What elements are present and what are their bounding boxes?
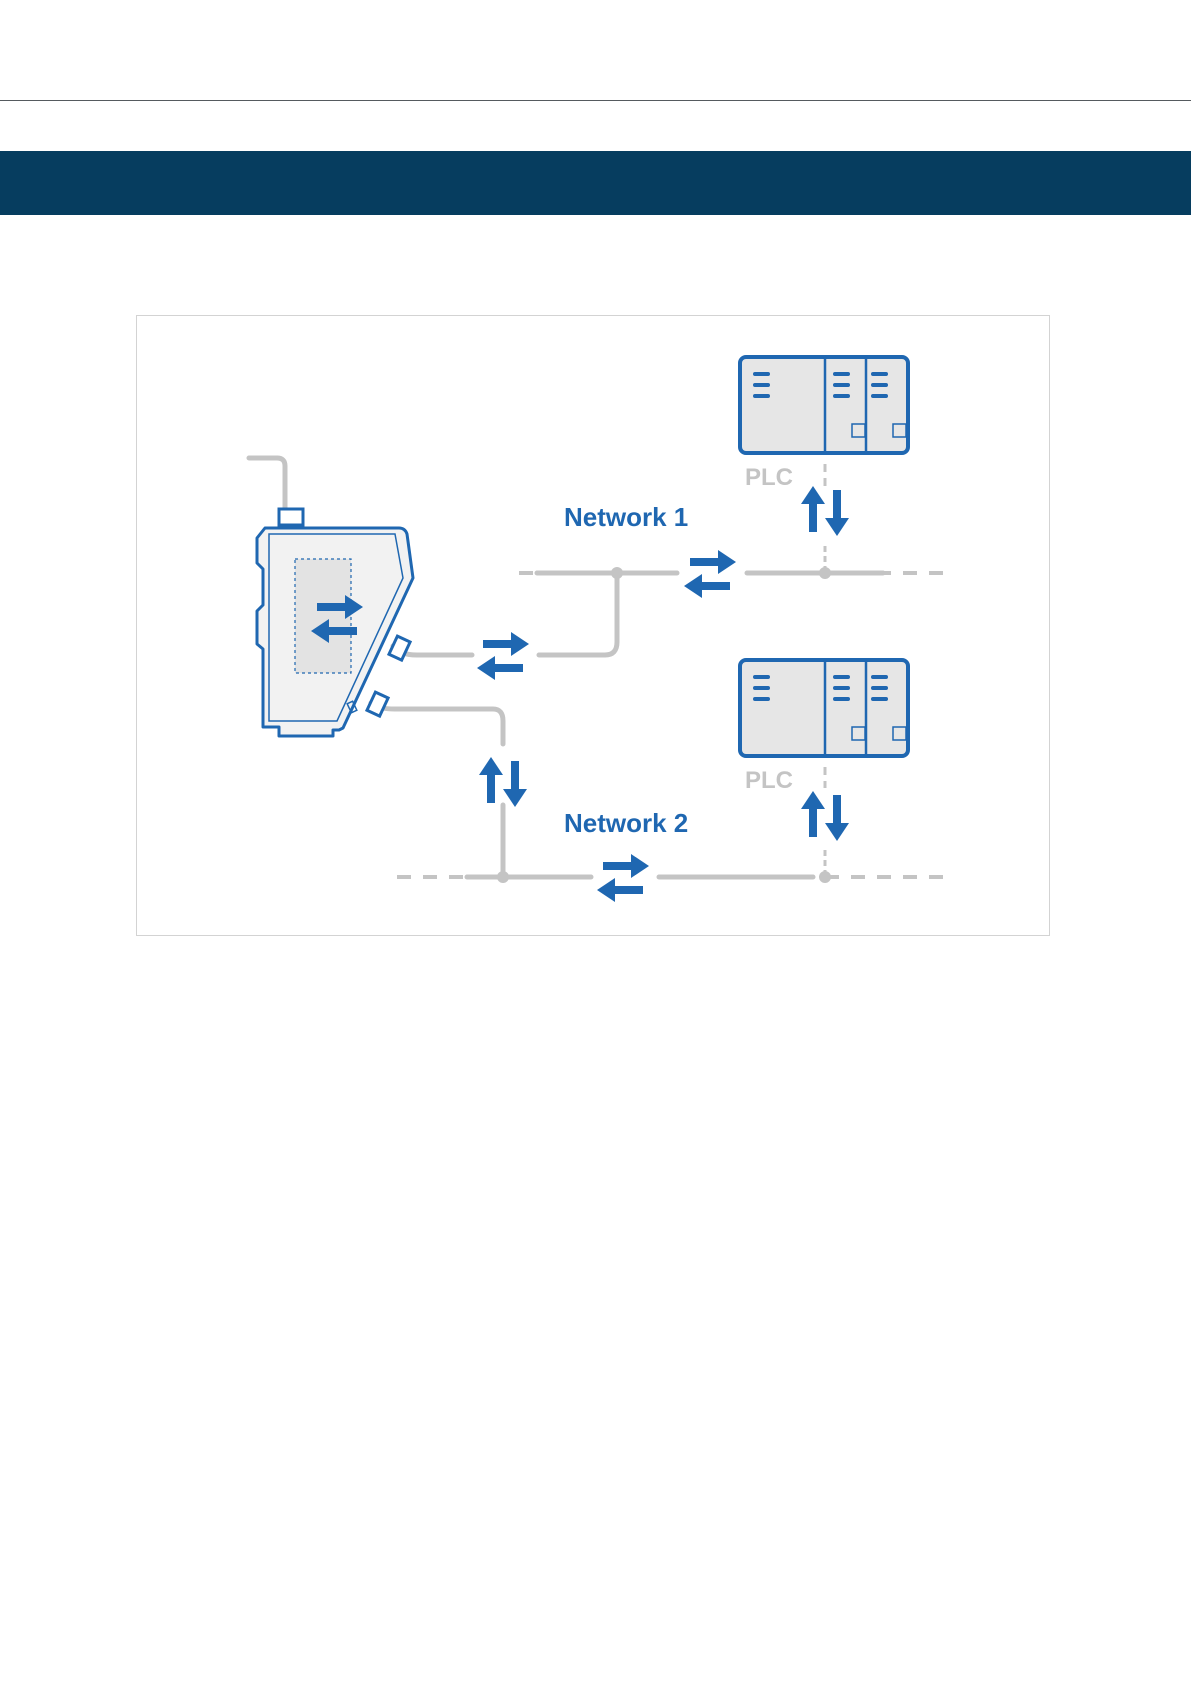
network2-exchange-arrows-icon — [597, 854, 649, 902]
plc1-exchange-arrows-icon — [801, 486, 849, 536]
plc1-icon — [740, 357, 908, 453]
network2-junction-plc — [819, 871, 831, 883]
header-rule — [0, 100, 1191, 101]
network1-junction-plc — [819, 567, 831, 579]
network2-label: Network 2 — [564, 808, 688, 838]
gateway-device-icon — [257, 509, 413, 736]
power-cable — [249, 458, 285, 512]
port2-connector — [367, 692, 388, 716]
network1-label: Network 1 — [564, 502, 688, 532]
network-diagram: PLC PLC Network 1 Network 2 — [137, 316, 1051, 937]
port1-exchange-arrows-icon — [477, 632, 529, 680]
port2-exchange-arrows-icon — [479, 757, 527, 807]
network1-junction-gateway — [611, 567, 623, 579]
power-connector — [279, 509, 303, 525]
plc2-icon — [740, 660, 908, 756]
port2-cable-a — [371, 703, 503, 744]
network2-junction-gateway — [497, 871, 509, 883]
section-header-band — [0, 151, 1191, 215]
plc1-label: PLC — [745, 464, 793, 491]
port1-cable-b — [539, 574, 617, 655]
network-diagram-figure: PLC PLC Network 1 Network 2 — [136, 315, 1050, 936]
gateway-module-area — [295, 559, 351, 673]
plc2-exchange-arrows-icon — [801, 791, 849, 841]
plc2-label: PLC — [745, 767, 793, 794]
network1-exchange-arrows-icon — [684, 550, 736, 598]
